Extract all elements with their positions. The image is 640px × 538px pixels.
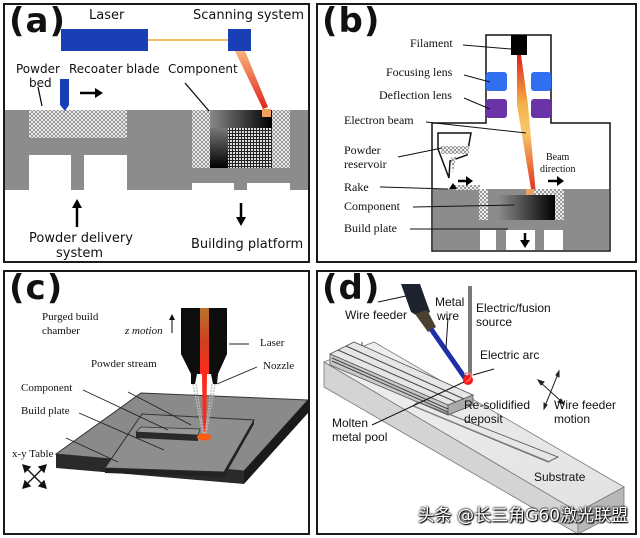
wire-feeder [401, 284, 430, 318]
label-xy-table: x-y Table [12, 448, 54, 460]
deposit-layers [331, 342, 465, 413]
label-powder-bed-1: Powder [16, 62, 60, 76]
label-focusing-lens: Focusing lens [386, 65, 453, 79]
watermark: 头条 @长三角G60激光联盟 [417, 506, 628, 526]
deflection-lens-right [531, 99, 551, 118]
focusing-lens-right [531, 72, 551, 91]
panel-a-powder-bed-fusion-laser: (a) Laser Scanning system Powder bed Rec… [3, 3, 310, 263]
label-powder-reservoir-2: reservoir [344, 157, 387, 171]
scanning-system-unit [228, 29, 251, 51]
filament [511, 35, 527, 55]
rake [449, 183, 457, 189]
label-powder-bed-2: bed [29, 76, 52, 90]
z-motion-arrow [169, 314, 175, 320]
component-top [210, 110, 272, 128]
label-filament: Filament [410, 36, 453, 50]
panel-d-wire-arc-additive-manufacturing: (d) Wire feeder Metal wire Electric/fusi… [316, 270, 637, 535]
label-purged-chamber-2: chamber [42, 325, 80, 337]
panel-d-drawing [323, 284, 625, 533]
panel-c-directed-energy-deposition: (c) Purged build chamber z motion Laser … [3, 270, 310, 535]
electric-fusion-source [468, 286, 472, 381]
label-metal-wire-1: Metal [435, 295, 465, 309]
laser-beam [200, 308, 209, 374]
recoater-blade [60, 79, 69, 111]
label-nozzle: Nozzle [263, 360, 295, 372]
label-laser: Laser [89, 8, 125, 23]
label-recoater-blade: Recoater blade [69, 62, 160, 76]
label-powder-delivery-2: system [56, 246, 103, 261]
label-resolidified-1: Re-solidified [464, 398, 531, 412]
xy-motion-arrows [22, 464, 47, 489]
arrows [458, 176, 564, 248]
electron-beam [517, 55, 536, 195]
panel-c-drawing [22, 308, 308, 489]
label-beam-direction-2: direction [540, 164, 576, 175]
label-component: Component [168, 62, 238, 76]
label-deflection-lens: Deflection lens [379, 88, 452, 102]
deflection-lens-left [486, 99, 507, 118]
scanning-beam [235, 51, 268, 109]
label-wire-motion-1: Wire feeder [554, 398, 617, 412]
component [498, 195, 555, 220]
label-z-motion: z motion [125, 325, 163, 337]
powder-stream [192, 383, 216, 435]
label-electron-beam: Electron beam [344, 113, 414, 127]
component-grid [228, 128, 272, 168]
powder-bed [29, 110, 127, 138]
label-scanning-system: Scanning system [193, 8, 305, 23]
label-powder-reservoir-1: Powder [344, 143, 381, 157]
wire-feeder-motion-arrows [536, 369, 566, 411]
label-powder-delivery-1: Powder delivery [29, 231, 133, 246]
label-component: Component [21, 382, 73, 394]
xy-table-side [244, 400, 308, 484]
panel-label-a: (a) [9, 3, 67, 41]
label-building-platform: Building platform [191, 237, 304, 252]
label-purged-chamber-1: Purged build [42, 311, 99, 323]
label-substrate: Substrate [534, 470, 586, 484]
label-metal-wire-2: wire [437, 309, 460, 323]
label-beam-direction-1: Beam [546, 152, 570, 163]
label-molten-pool-1: Molten [332, 416, 369, 430]
laser-unit [61, 29, 148, 51]
label-laser: Laser [260, 337, 285, 349]
panel-label-b: (b) [322, 3, 381, 41]
component-side [210, 128, 228, 168]
label-electric-arc: Electric arc [480, 348, 540, 362]
metal-wire [428, 327, 468, 380]
label-source-2: source [476, 315, 513, 329]
leader-lines [371, 295, 495, 426]
label-resolidified-2: deposit [464, 412, 503, 426]
panel-b-drawing [379, 34, 611, 252]
panel-label-d: (d) [322, 270, 381, 308]
panel-label-c: (c) [9, 270, 64, 308]
label-powder-stream: Powder stream [91, 358, 157, 370]
label-wire-motion-2: motion [554, 412, 591, 426]
melt-spot [262, 109, 271, 117]
label-build-plate: Build plate [21, 405, 70, 417]
label-source-1: Electric/fusion [476, 301, 551, 315]
label-molten-pool-2: metal pool [332, 430, 388, 444]
label-rake: Rake [344, 180, 369, 194]
leader-lines [379, 44, 527, 230]
melt-pool [197, 433, 211, 441]
label-component: Component [344, 199, 400, 213]
leader-lines [37, 82, 210, 112]
arrows [72, 88, 246, 227]
panel-b-electron-beam-melting: (b) Filament Focusing lens Deflection le… [316, 3, 637, 263]
panel-a-drawing [5, 29, 308, 261]
label-build-plate: Build plate [344, 221, 397, 235]
focusing-lens-left [486, 72, 507, 91]
leader-lines [65, 343, 258, 463]
label-wire-feeder: Wire feeder [345, 308, 408, 322]
